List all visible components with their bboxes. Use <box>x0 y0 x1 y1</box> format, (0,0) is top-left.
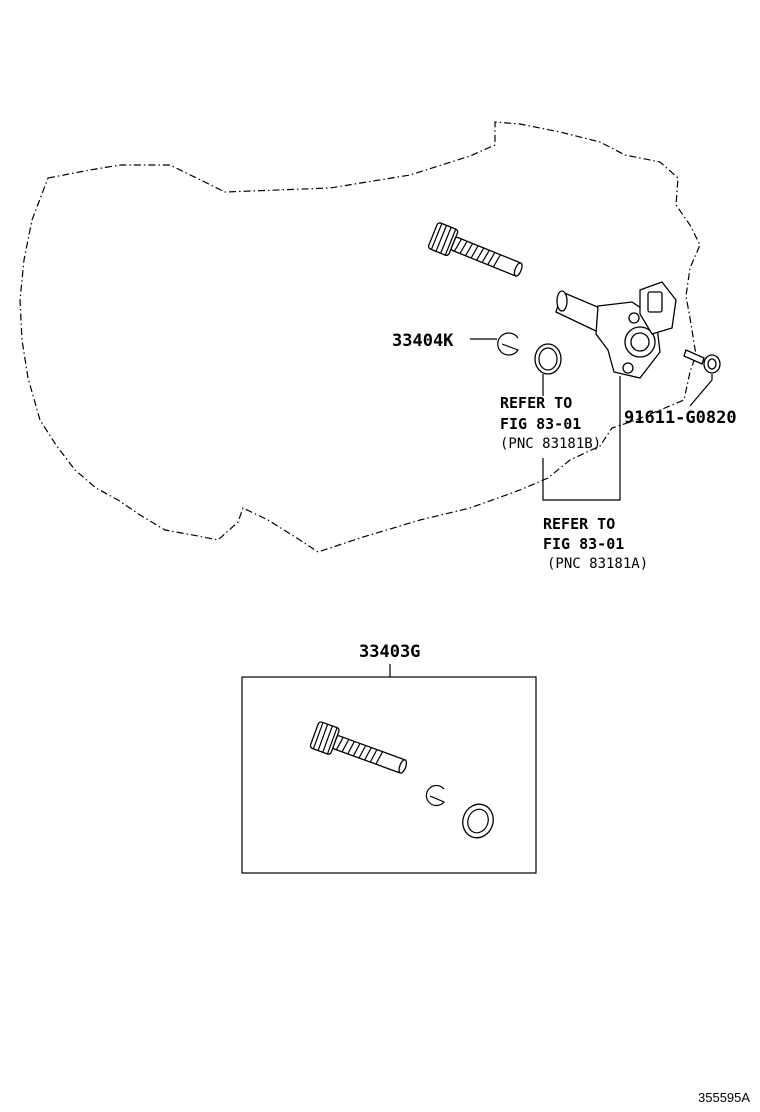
kit-driven-gear <box>309 721 408 774</box>
transmission-housing-outline <box>19 121 701 553</box>
kit-o-ring <box>462 803 494 839</box>
driven-gear-top <box>427 222 523 277</box>
label-91611: 91611-G0820 <box>624 408 737 428</box>
label-refer-b-1: REFER TO <box>500 394 572 412</box>
kit-clip <box>425 784 445 807</box>
leader-refer-a <box>542 376 621 501</box>
label-refer-b-2: FIG 83-01 <box>500 415 581 433</box>
label-refer-a-1: REFER TO <box>543 515 615 533</box>
illustration-code: 355595A <box>698 1090 750 1105</box>
bolt-91611 <box>683 349 721 374</box>
label-33403G: 33403G <box>359 642 420 662</box>
label-refer-a-2: FIG 83-01 <box>543 535 624 553</box>
label-refer-b-3: (PNC 83181B) <box>500 436 601 452</box>
label-33404K: 33404K <box>392 331 454 351</box>
leader-bolt <box>689 374 713 407</box>
speed-sensor <box>555 281 677 379</box>
label-refer-a-3: (PNC 83181A) <box>547 556 648 572</box>
kit-box-33403G <box>241 676 537 874</box>
clip-33404K-top <box>497 332 519 356</box>
